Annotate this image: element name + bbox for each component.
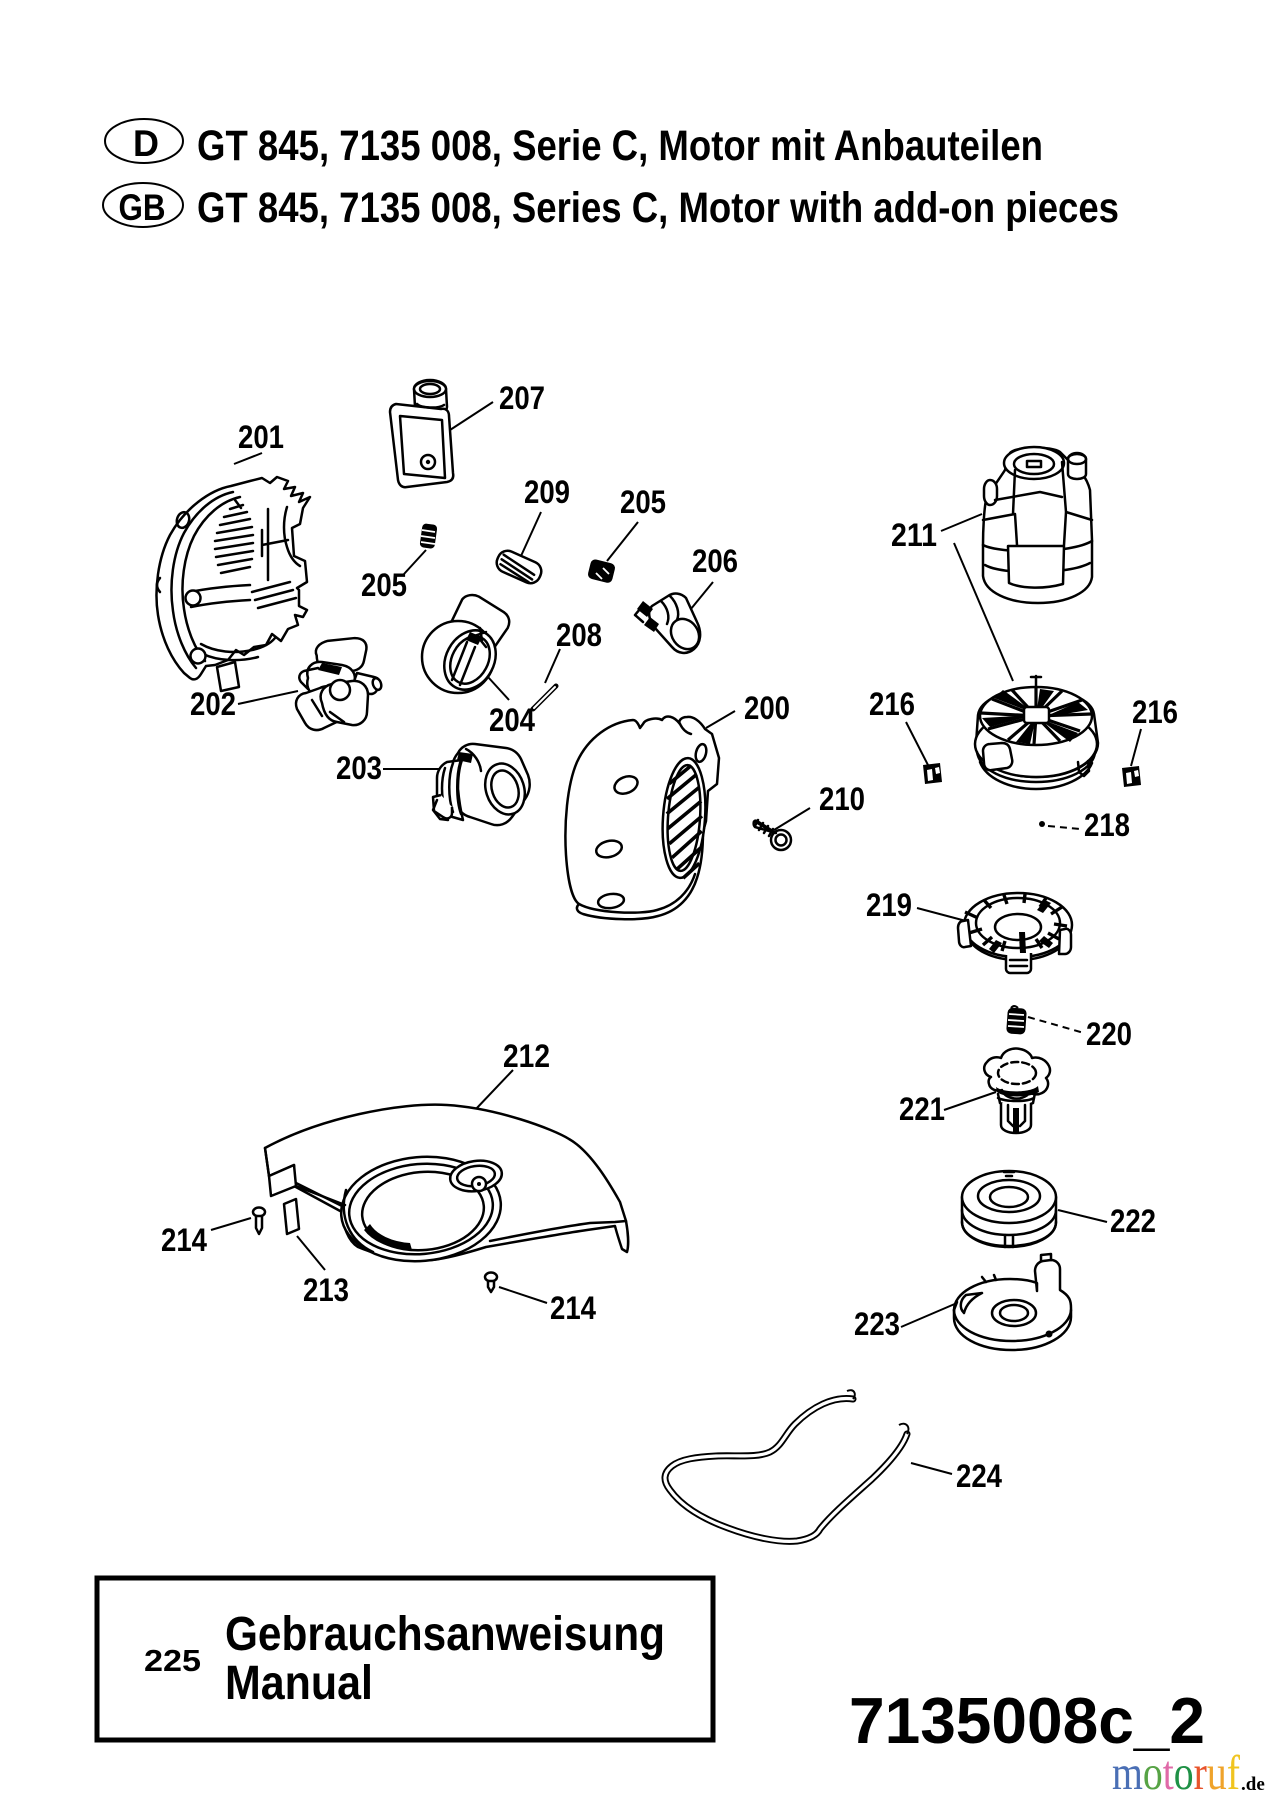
svg-text:214: 214 — [550, 1290, 596, 1326]
svg-text:218: 218 — [1084, 807, 1130, 843]
svg-text:221: 221 — [899, 1091, 945, 1127]
svg-text:200: 200 — [744, 690, 790, 726]
svg-text:Gebrauchsanweisung: Gebrauchsanweisung — [225, 1608, 665, 1661]
svg-text:D: D — [133, 123, 159, 164]
svg-text:205: 205 — [620, 484, 666, 520]
svg-text:216: 216 — [1132, 694, 1178, 730]
svg-text:202: 202 — [190, 686, 236, 722]
svg-text:motoruf: motoruf — [1112, 1745, 1241, 1800]
svg-text:214: 214 — [161, 1222, 207, 1258]
svg-text:205: 205 — [361, 567, 407, 603]
svg-text:203: 203 — [336, 750, 382, 786]
svg-text:224: 224 — [956, 1458, 1002, 1494]
svg-text:Manual: Manual — [225, 1657, 373, 1710]
svg-text:7135008c_2: 7135008c_2 — [849, 1684, 1205, 1757]
svg-text:201: 201 — [238, 419, 284, 455]
svg-text:210: 210 — [819, 781, 865, 817]
svg-text:225: 225 — [144, 1643, 201, 1678]
svg-text:209: 209 — [524, 474, 570, 510]
svg-text:.de: .de — [1241, 1774, 1265, 1795]
svg-text:222: 222 — [1110, 1203, 1156, 1239]
svg-text:216: 216 — [869, 686, 915, 722]
svg-text:206: 206 — [692, 543, 738, 579]
svg-text:220: 220 — [1086, 1016, 1132, 1052]
svg-text:212: 212 — [503, 1038, 550, 1074]
svg-text:211: 211 — [891, 517, 937, 553]
svg-text:GT 845, 7135 008, Serie C, Mot: GT 845, 7135 008, Serie C, Motor mit Anb… — [197, 122, 1043, 170]
svg-text:208: 208 — [556, 617, 602, 653]
svg-text:GB: GB — [119, 187, 166, 228]
svg-text:GT 845, 7135 008, Series C, Mo: GT 845, 7135 008, Series C, Motor with a… — [197, 184, 1119, 232]
svg-text:213: 213 — [303, 1272, 349, 1308]
svg-text:204: 204 — [489, 702, 535, 738]
svg-text:219: 219 — [866, 887, 912, 923]
svg-text:223: 223 — [854, 1306, 900, 1342]
svg-text:207: 207 — [499, 380, 545, 416]
